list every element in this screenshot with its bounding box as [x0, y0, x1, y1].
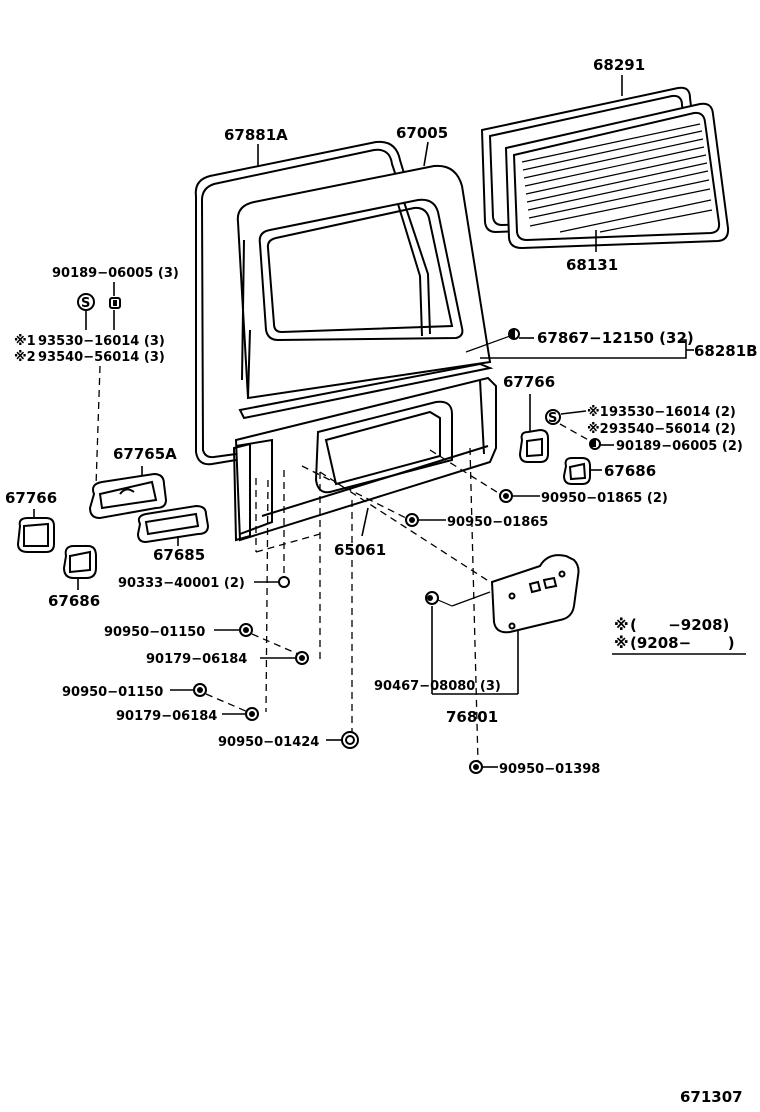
pad-67766-right: [518, 428, 549, 463]
grommet-90950-01865: [405, 513, 419, 527]
label-67881A: 67881A: [224, 126, 288, 144]
nut-90179-06184-a: [295, 651, 309, 665]
label-67766-left: 67766: [5, 489, 57, 507]
label-67867: 67867−12150 (32): [537, 329, 694, 347]
label-68281B: 68281B: [694, 342, 758, 360]
grommet-90950-01865-2: [499, 489, 513, 503]
clip-67867: [465, 328, 534, 353]
label-67686-right: 67686: [604, 462, 656, 480]
label-68131: 68131: [566, 256, 618, 274]
clip-90189-right: [589, 438, 601, 450]
diagram-number: 671307: [680, 1088, 743, 1106]
back-door-panel: [232, 164, 497, 542]
label-90950-01865-2: 90950−01865 (2): [541, 491, 668, 506]
label-93530-16014-2: 93530−16014 (2): [609, 405, 736, 420]
label-76801: 76801: [446, 708, 498, 726]
legend-row1-text: ( −9208): [630, 616, 729, 634]
label-68291: 68291: [593, 56, 645, 74]
nut-90179-06184-b: [245, 707, 259, 721]
plug-90950-01424: [341, 731, 359, 749]
svg-text:※1: ※1: [14, 334, 36, 349]
label-67685: 67685: [153, 546, 205, 564]
label-93540-56014-2: 93540−56014 (2): [609, 422, 736, 437]
label-67766-right: 67766: [503, 373, 555, 391]
lens-67685: [136, 504, 210, 544]
back-door-glass-assembly: [480, 86, 730, 250]
grommet-90950-01150-b: [193, 683, 207, 697]
label-90950-01424: 90950−01424: [218, 735, 319, 750]
grommet-90950-01150-a: [239, 623, 253, 637]
label-90189-06005-2: 90189−06005 (2): [616, 439, 743, 454]
legend-row2-star: ※: [614, 634, 629, 652]
date-legend: ※ ( −9208) ※ (9208− ): [612, 616, 746, 655]
label-90467-08080: 90467−08080 (3): [374, 679, 501, 694]
label-93540-56014-3: 93540−56014 (3): [38, 350, 165, 365]
label-65061: 65061: [334, 541, 386, 559]
door-weatherstrip: [194, 140, 407, 466]
screw-90467-08080: [425, 591, 439, 605]
s-badge-right: [545, 409, 561, 425]
label-90333-40001: 90333−40001 (2): [118, 576, 245, 591]
label-90950-01865: 90950−01865: [447, 515, 548, 530]
pad-67686-left: [62, 545, 97, 579]
clip-90333-40001: [278, 576, 290, 588]
svg-text:S: S: [81, 296, 90, 311]
legend-row2-text: (9208− ): [630, 634, 735, 652]
svg-text:※2: ※2: [587, 422, 609, 437]
label-67686-left: 67686: [48, 592, 100, 610]
gasket-67765A: [88, 472, 168, 520]
label-67005: 67005: [396, 124, 448, 142]
label-90950-01398: 90950−01398: [499, 762, 600, 777]
label-67765A: 67765A: [113, 445, 177, 463]
s-badge-left: [77, 293, 95, 311]
plug-90950-01398: [469, 760, 483, 774]
svg-text:※1: ※1: [587, 405, 609, 420]
label-90179-06184-a: 90179−06184: [146, 652, 247, 667]
pad-67686-right: [562, 457, 591, 485]
legend-row1-star: ※: [614, 616, 629, 634]
label-90950-01150-a: 90950−01150: [104, 625, 205, 640]
svg-text:S: S: [548, 411, 557, 426]
trim-panel-76801: [490, 554, 580, 634]
svg-text:※2: ※2: [14, 350, 36, 365]
clip-90189-left: [109, 297, 121, 309]
pad-67766-left: [16, 517, 55, 553]
label-93530-16014-3: 93530−16014 (3): [38, 334, 165, 349]
label-90950-01150-b: 90950−01150: [62, 685, 163, 700]
label-90189-06005-3: 90189−06005 (3): [52, 266, 179, 281]
label-90179-06184-b: 90179−06184: [116, 709, 217, 724]
